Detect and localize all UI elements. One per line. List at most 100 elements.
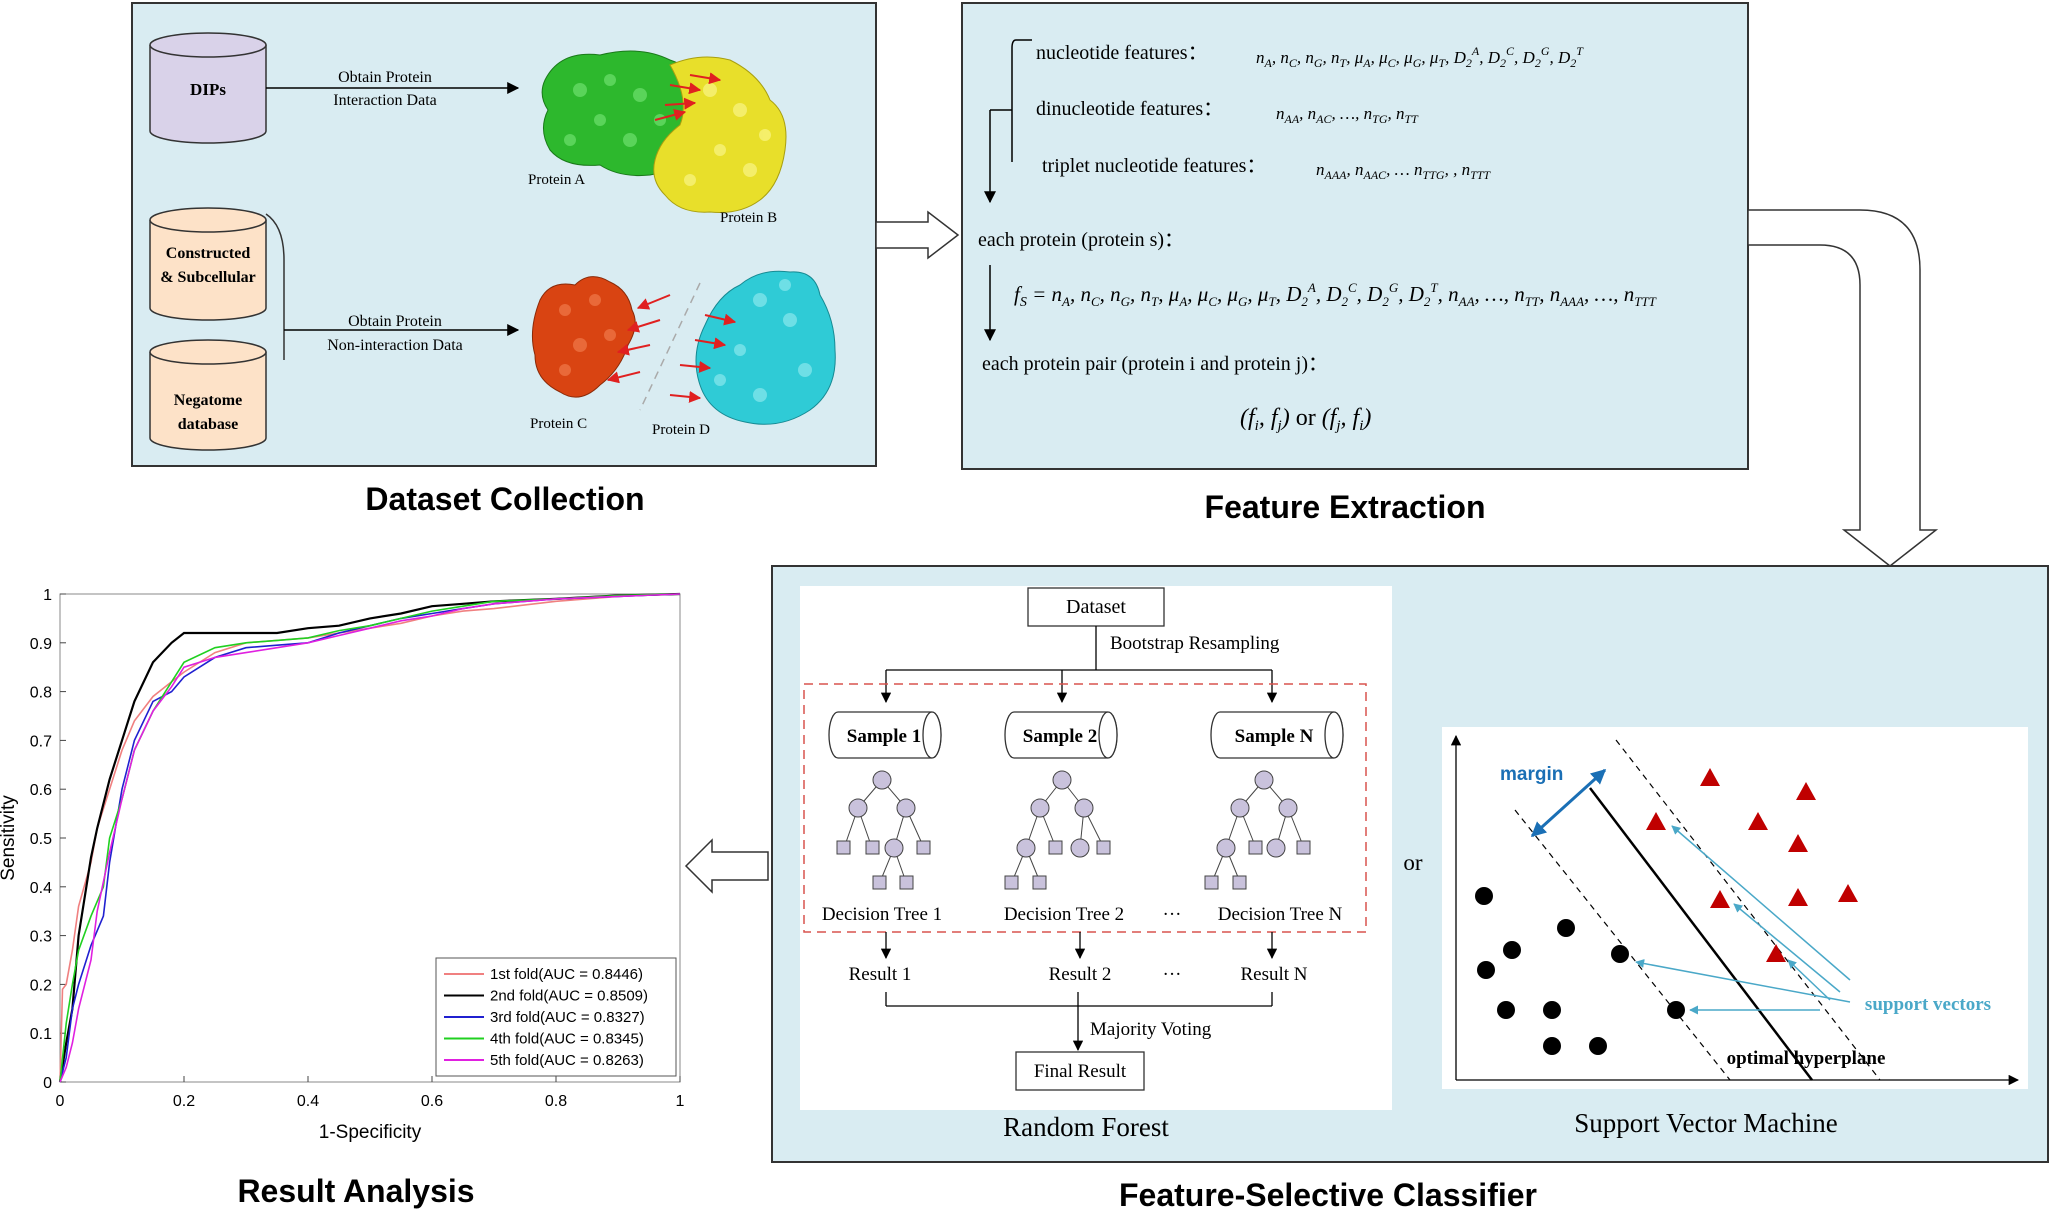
x-tick-label: 0.8	[545, 1093, 567, 1110]
each-protein-label: each protein (protein s)：	[978, 229, 1184, 251]
result-2-label: Result 2	[1049, 964, 1112, 985]
support-vector-arrows	[1635, 825, 1851, 1015]
ellipsis-trees: ···	[1163, 904, 1182, 925]
margin-line-left	[1514, 809, 1731, 1081]
protein-a-label: Protein A	[528, 172, 585, 188]
protein-b-label: Protein B	[720, 210, 777, 226]
x-tick-label: 0	[56, 1093, 65, 1110]
pair-formula: (fi, fj) or (fj, fi)	[1240, 405, 1371, 434]
svm-caption: Support Vector Machine	[1574, 1108, 1837, 1138]
hollow-arrow-to-results	[684, 838, 769, 894]
roc-y-axis-label: Sensitivity	[0, 795, 19, 881]
protein-vector-formula: fS = nA, nC, nG, nT, μA, μC, μG, μT, D2A…	[1014, 280, 1657, 310]
svm-triangle-class	[1646, 768, 1858, 962]
protein-c-structure	[531, 276, 636, 398]
x-tick-label: 0.2	[173, 1093, 195, 1110]
obtain-interaction-label-1: Obtain Protein	[338, 69, 432, 86]
repulsion-arrows-left	[606, 294, 671, 384]
dataset-box-label: Dataset	[1066, 596, 1126, 618]
y-tick-label: 0.6	[30, 782, 52, 799]
decision-tree-1-label: Decision Tree 1	[822, 904, 942, 925]
sample-1-cylinder: Sample 1	[828, 711, 942, 759]
negatome-database-cylinder: Negatome database	[149, 339, 267, 451]
protein-c-label: Protein C	[530, 416, 587, 432]
bracket	[1011, 39, 1032, 162]
dips-label: DIPs	[190, 80, 226, 99]
dips-database-cylinder: DIPs	[149, 32, 267, 144]
random-forest-caption: Random Forest	[1003, 1112, 1169, 1142]
sample-n-cylinder: Sample N	[1210, 711, 1344, 759]
y-tick-label: 0.7	[30, 733, 52, 750]
optimal-hyperplane-label: optimal hyperplane	[1727, 1048, 1886, 1069]
obtain-noninteraction-label-1: Obtain Protein	[348, 313, 442, 330]
each-pair-label: each protein pair (protein i and protein…	[982, 353, 1328, 375]
dataset-collection-title: Dataset Collection	[365, 481, 644, 517]
legend-label-5: 5th fold(AUC = 0.8263)	[490, 1052, 644, 1069]
result-n-label: Result N	[1240, 964, 1307, 985]
legend-label-2: 2nd fold(AUC = 0.8509)	[490, 988, 648, 1005]
roc-chart: 0 0.2 0.4 0.6 0.8 1 0 0.1 0.2 0.3 0.4 0.5 0.6 0.7 0.8 0…	[0, 587, 685, 1143]
bootstrap-label: Bootstrap Resampling	[1110, 633, 1280, 654]
roc-series-line-4	[59, 593, 681, 1083]
nucleotide-features-label: nucleotide features：	[1036, 42, 1208, 64]
dataset-collection-panel: DIPs Constructed & Subcellular Negatome …	[131, 2, 877, 467]
y-tick-label: 0.2	[30, 977, 52, 994]
margin-label: margin	[1500, 764, 1563, 785]
result-analysis-title: Result Analysis	[237, 1173, 474, 1209]
support-vectors-label: support vectors	[1865, 994, 1991, 1015]
y-tick-label: 0.9	[30, 636, 52, 653]
margin-arrow	[1530, 768, 1607, 838]
y-tick-label: 0.1	[30, 1026, 52, 1043]
or-text: or	[1403, 850, 1423, 875]
protein-b-structure	[653, 56, 787, 213]
obtain-noninteraction-label-2: Non-interaction Data	[327, 337, 463, 354]
decision-tree-2-graphic	[1004, 770, 1111, 890]
decision-tree-n-graphic	[1204, 770, 1311, 890]
optimal-hyperplane-line	[1589, 787, 1813, 1081]
margin-line-right	[1615, 739, 1881, 1081]
triplet-features-label: triplet nucleotide features：	[1042, 155, 1266, 177]
roc-x-axis-label: 1-Specificity	[319, 1122, 422, 1143]
protein-d-structure	[695, 270, 836, 425]
roc-series-line-2	[58, 592, 681, 1083]
sample-2-cylinder: Sample 2	[1004, 711, 1118, 759]
x-tick-label: 0.4	[297, 1093, 319, 1110]
repulsion-arrows-right	[669, 313, 737, 403]
sample-2-label: Sample 2	[1023, 726, 1097, 747]
constructed-database-cylinder: Constructed & Subcellular	[149, 207, 267, 321]
feature-extraction-panel: nucleotide features： nA, nC, nG, nT, μA,…	[961, 2, 1749, 470]
svm-circle-class	[1475, 887, 1685, 1055]
y-tick-label: 0.8	[30, 685, 52, 702]
y-tick-label: 0.4	[30, 880, 52, 897]
legend-label-3: 3rd fold(AUC = 0.8327)	[490, 1009, 645, 1026]
negatome-label-line1: Negatome	[174, 392, 242, 409]
bracket-line	[265, 213, 285, 360]
y-tick-label: 0.5	[30, 831, 52, 848]
y-tick-label: 0.3	[30, 929, 52, 946]
decision-tree-n-label: Decision Tree N	[1218, 904, 1343, 925]
final-result-box	[1015, 1051, 1145, 1091]
obtain-interaction-label-2: Interaction Data	[333, 92, 437, 109]
roc-series-group	[58, 592, 681, 1083]
y-tick-label: 1	[43, 587, 52, 604]
x-tick-label: 0.6	[421, 1093, 443, 1110]
negatome-label-line2: database	[178, 416, 238, 433]
interaction-arrows-ab	[654, 72, 722, 121]
legend-label-4: 4th fold(AUC = 0.8345)	[490, 1031, 644, 1048]
protein-d-label: Protein D	[652, 422, 710, 438]
triplet-formula: nAAA, nAAC, … nTTG, , nTTT	[1316, 160, 1491, 182]
sample-n-label: Sample N	[1235, 726, 1314, 747]
y-tick-label: 0	[43, 1075, 52, 1092]
result-1-label: Result 1	[849, 964, 912, 985]
constructed-label-line1: Constructed	[166, 245, 251, 262]
hollow-arrow-to-classifier	[1747, 209, 1939, 567]
separation-dashed-line	[639, 282, 701, 411]
dinucleotide-features-label: dinucleotide features：	[1036, 98, 1223, 120]
classifier-title: Feature-Selective Classifier	[1119, 1177, 1537, 1212]
roc-legend: 1st fold(AUC = 0.8446)2nd fold(AUC = 0.8…	[435, 957, 677, 1077]
ellipsis-results: ···	[1163, 964, 1182, 985]
roc-series-line-5	[59, 593, 681, 1083]
constructed-label-line2: & Subcellular	[160, 269, 256, 286]
feature-extraction-title: Feature Extraction	[1205, 489, 1486, 525]
